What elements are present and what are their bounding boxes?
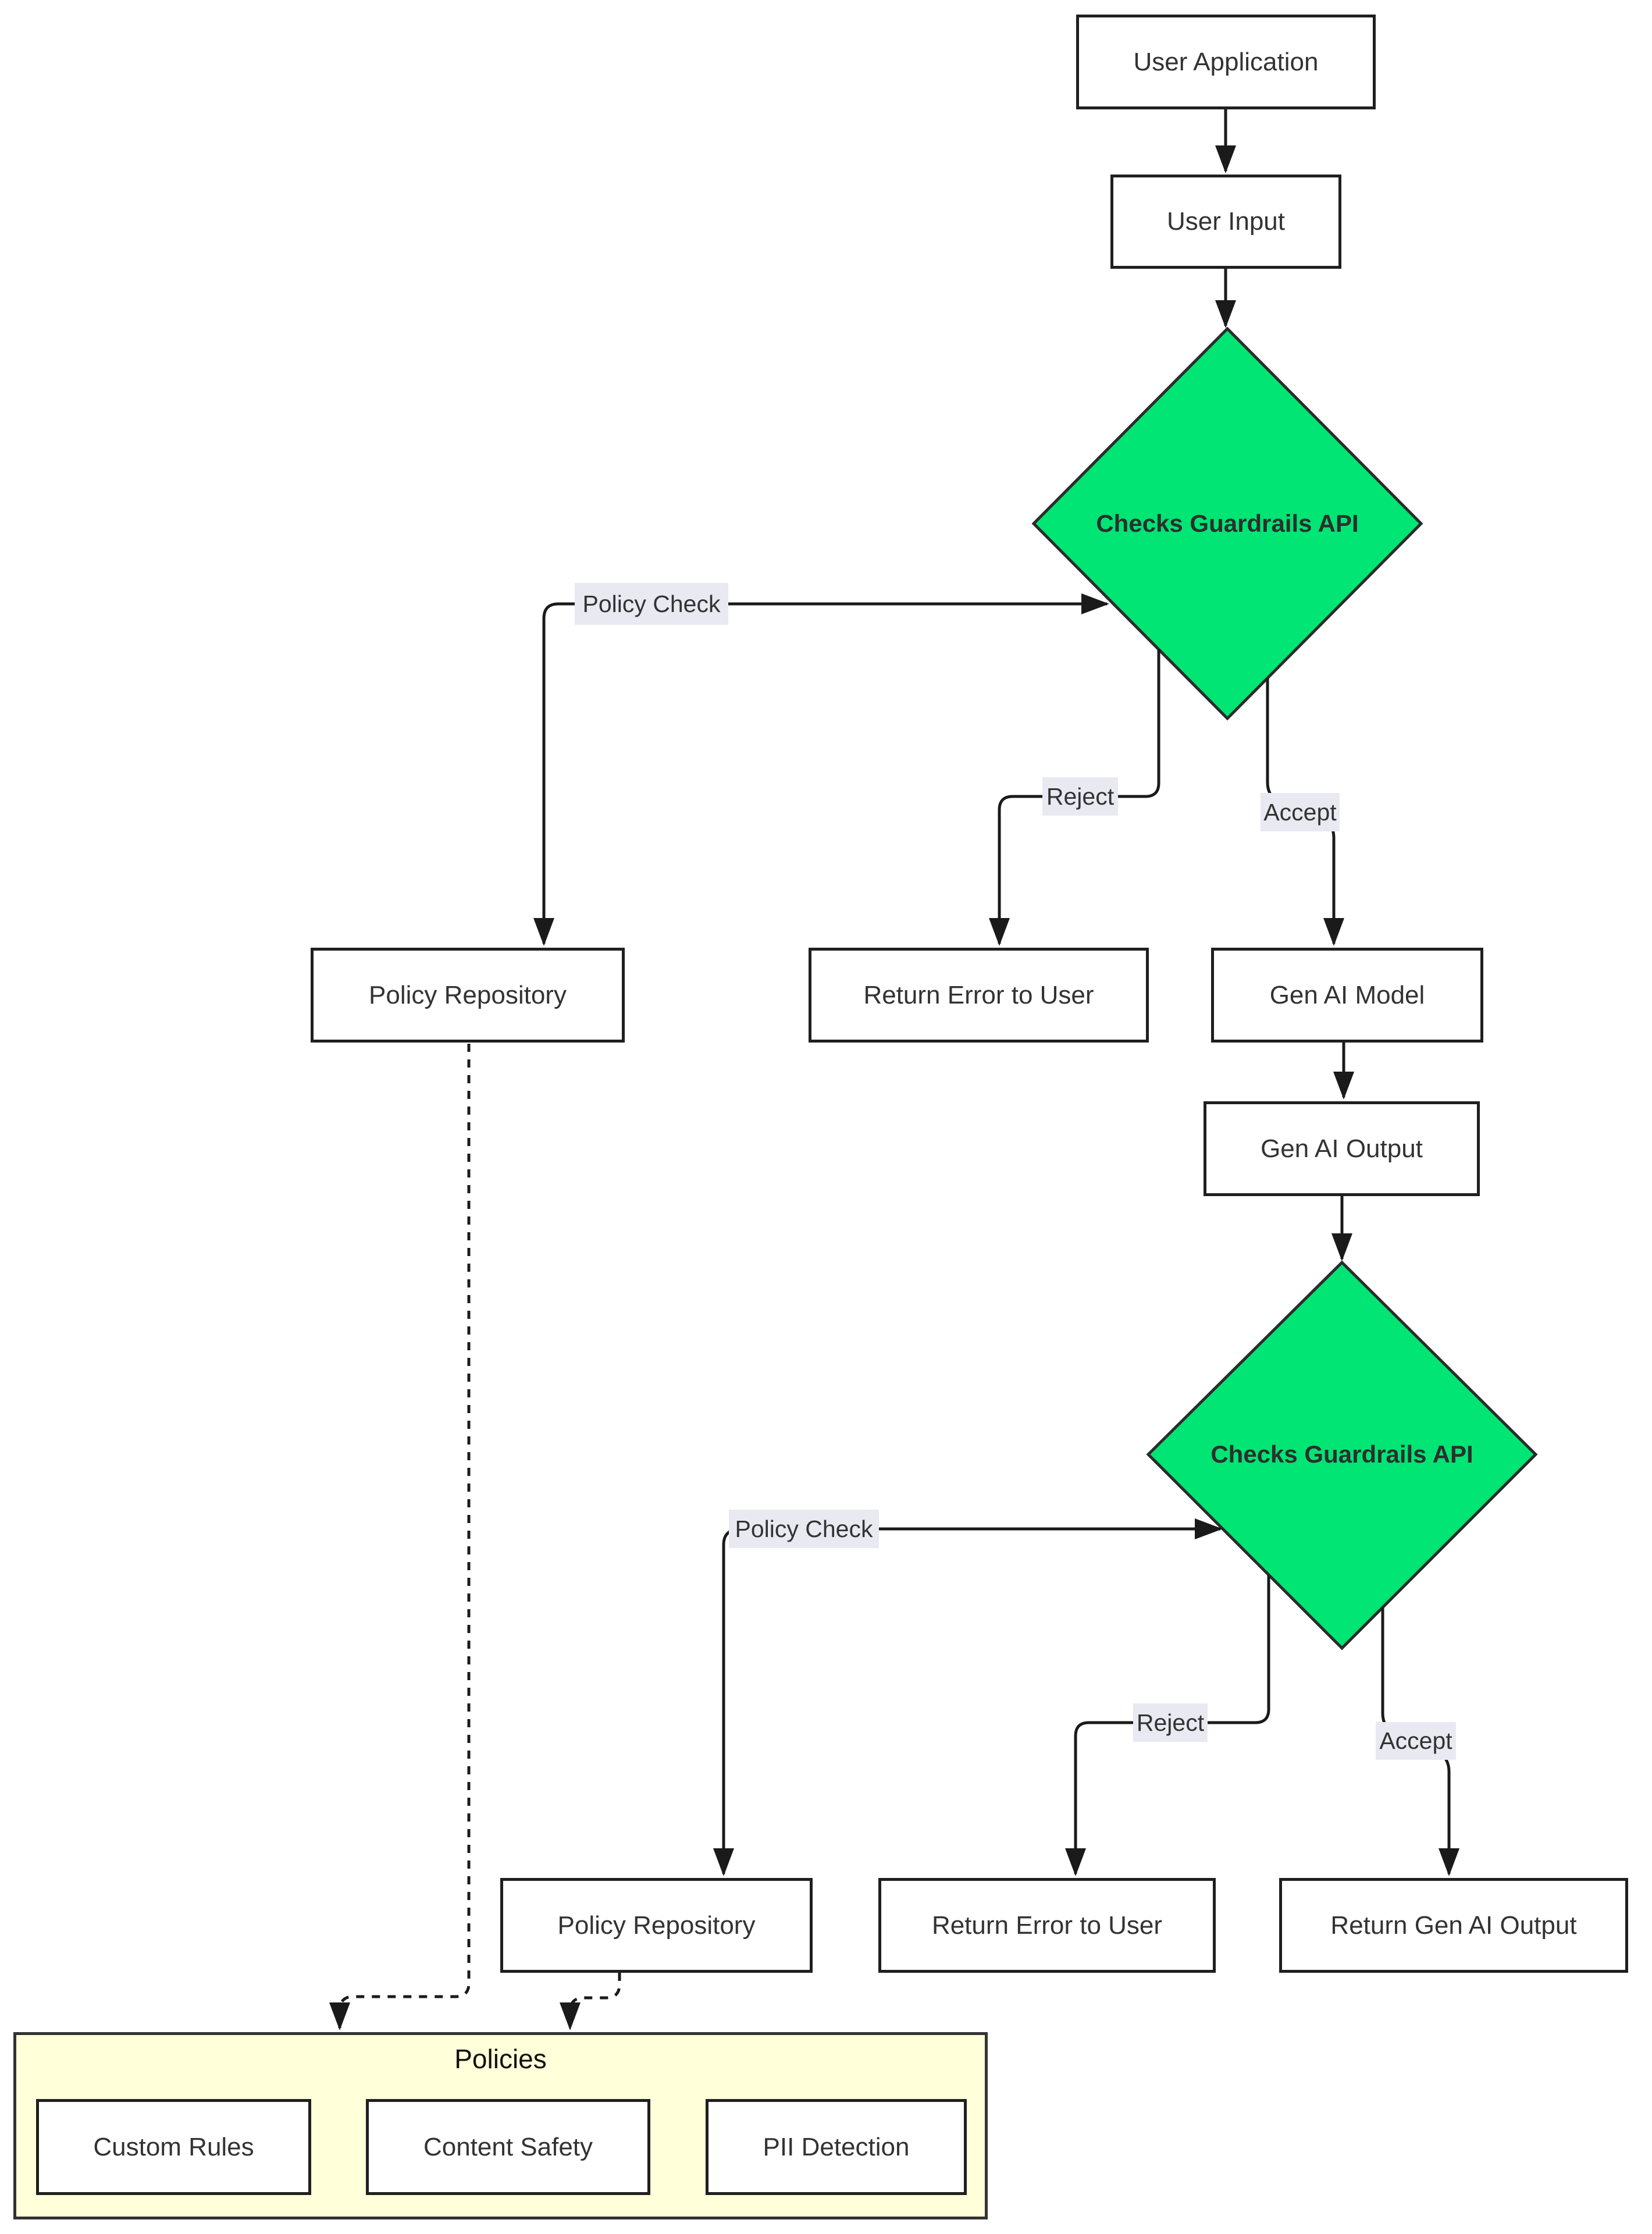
decision-diamond-output-check	[1146, 1260, 1538, 1650]
node-gen-ai-output: Gen AI Output	[1204, 1101, 1480, 1196]
node-return-error-1: Return Error to User	[809, 948, 1149, 1043]
node-content-safety: Content Safety	[366, 2099, 650, 2195]
policies-group-title: Policies	[454, 2044, 547, 2074]
node-custom-rules: Custom Rules	[36, 2099, 311, 2195]
node-user-application: User Application	[1076, 15, 1376, 109]
edge-policy-repository-1-to-policies	[329, 1044, 471, 2030]
node-pii-detection: PII Detection	[706, 2099, 967, 2195]
node-gen-ai-model: Gen AI Model	[1211, 948, 1483, 1043]
edge-label-policy-check-2: Policy Check	[729, 1510, 879, 1548]
edge-label-reject-2: Reject	[1133, 1703, 1208, 1742]
node-return-gen-ai-output: Return Gen AI Output	[1279, 1878, 1628, 1973]
edge-policy-check-1-to-policy-repository	[533, 602, 559, 946]
edge-label-accept-2: Accept	[1376, 1722, 1456, 1760]
decision-diamond-input-check	[1031, 326, 1423, 721]
node-user-input: User Input	[1110, 175, 1341, 269]
edge-label-reject-1: Reject	[1042, 777, 1118, 816]
edge-policy-repository-2-to-policies	[560, 1973, 621, 2030]
edge-label-policy-check-1: Policy Check	[575, 583, 728, 625]
node-policy-repository-2: Policy Repository	[500, 1878, 813, 1973]
node-return-error-2: Return Error to User	[878, 1878, 1216, 1973]
node-policy-repository-1: Policy Repository	[311, 948, 625, 1043]
edge-label-accept-1: Accept	[1261, 793, 1340, 831]
edge-policy-check-2-to-policy-repository	[713, 1527, 742, 1876]
